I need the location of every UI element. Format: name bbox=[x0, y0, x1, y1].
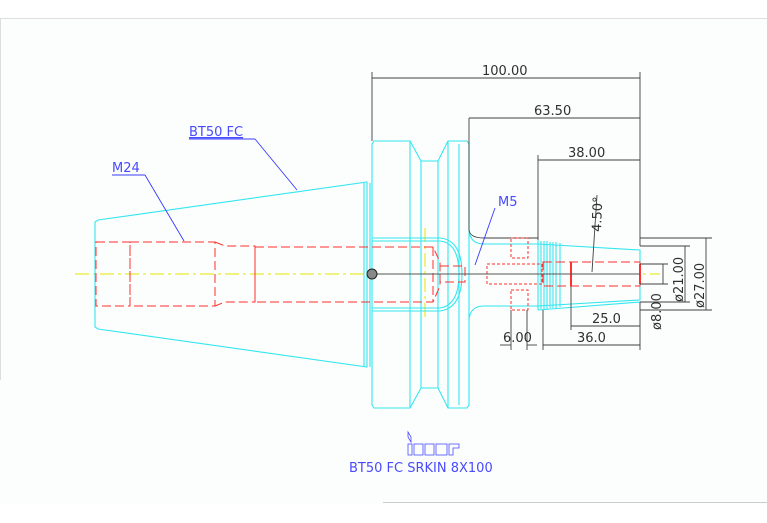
sheet-bottom-edge bbox=[383, 502, 767, 503]
iscar-logo bbox=[407, 430, 460, 456]
drawing-sheet bbox=[0, 18, 767, 504]
dim-dia-8: ø8.00 bbox=[650, 293, 665, 330]
dim-nose-length: 38.00 bbox=[568, 146, 605, 161]
dim-gauge-length: 63.50 bbox=[534, 104, 571, 119]
dim-bore-depth: 25.0 bbox=[592, 312, 621, 327]
extension-body bbox=[468, 118, 641, 321]
dim-dia-27: ø27.00 bbox=[693, 263, 708, 308]
label-bt50-fc: BT50 FC bbox=[189, 125, 243, 140]
label-m24: M24 bbox=[112, 161, 140, 176]
dimension-lines bbox=[371, 72, 712, 350]
gauge-point bbox=[366, 268, 378, 280]
leaders bbox=[112, 138, 496, 266]
drawing-title: BT50 FC SRKIN 8X100 bbox=[349, 461, 493, 476]
dim-overall-length: 100.00 bbox=[482, 64, 528, 79]
sheet-left-edge bbox=[0, 18, 1, 380]
dim-screw-pos: 6.00 bbox=[503, 331, 532, 346]
label-m5: M5 bbox=[498, 195, 518, 210]
dim-nose-36: 36.0 bbox=[577, 331, 606, 346]
dim-angle: 4.50° bbox=[590, 196, 606, 232]
dim-dia-21: ø21.00 bbox=[672, 257, 687, 302]
